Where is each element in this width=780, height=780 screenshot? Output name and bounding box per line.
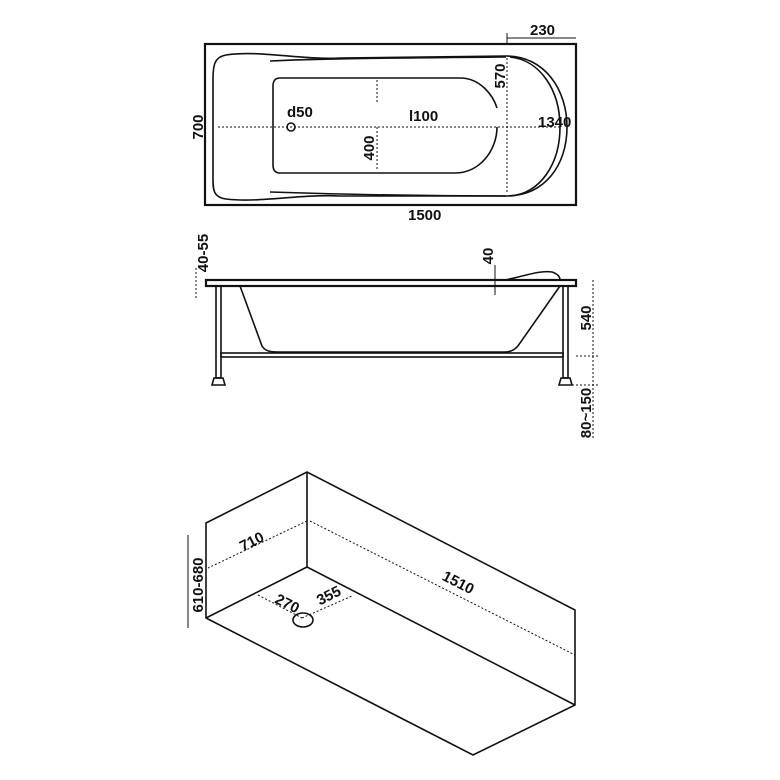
tub-depth-label: 540	[578, 305, 595, 330]
basin-width-label: 400	[361, 135, 378, 160]
side-view: 40-55 40 540 80~150	[195, 234, 598, 440]
top-view: 230 700 d50 l100 1340 570 400 1500	[190, 22, 578, 224]
headrest-height-label: 40	[480, 248, 497, 265]
niche-length-label: 1510	[439, 568, 476, 598]
niche-inner-edges	[205, 472, 576, 706]
leg-left	[215, 285, 222, 379]
leg-height-label: 80~150	[578, 388, 595, 438]
drain-hole-icon	[292, 612, 314, 628]
top-view-outline	[203, 42, 578, 207]
overall-width-label: 700	[190, 114, 207, 139]
foot-left	[210, 377, 227, 386]
drain-hole-icon	[286, 122, 296, 132]
niche-height-label: 610-680	[190, 557, 207, 612]
head-offset-label: 230	[530, 22, 555, 39]
drain-end-offset-label: 355	[314, 583, 344, 610]
leg-right	[562, 285, 569, 379]
tub-rim	[204, 278, 578, 288]
niche-outline	[205, 471, 576, 756]
overall-length-label: 1500	[408, 207, 441, 224]
drain-diameter-label: d50	[287, 104, 313, 121]
frame-crossbar	[220, 352, 564, 358]
rim-thickness-label: 40-55	[195, 234, 212, 272]
foot-right	[557, 377, 574, 386]
niche-view: 710 1510 610-680 270 355	[187, 471, 576, 756]
dim-line	[257, 594, 303, 619]
inner-length-label: 1340	[538, 114, 571, 131]
tub-body	[239, 285, 561, 353]
headrest	[504, 270, 561, 281]
basin-outline	[272, 77, 498, 174]
dim-line	[309, 520, 576, 656]
head-width-label: 570	[492, 63, 509, 88]
niche-width-label: 710	[237, 529, 267, 556]
rim-inner-line	[269, 56, 507, 197]
basin-length-label: l100	[409, 108, 438, 125]
